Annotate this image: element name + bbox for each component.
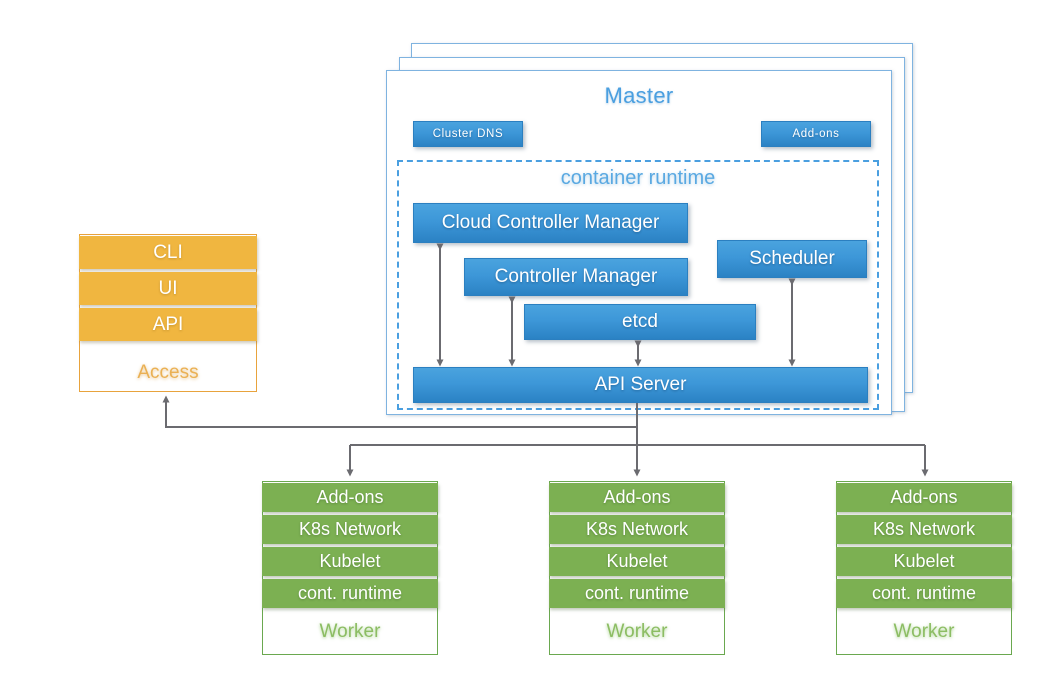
- master-addons-label: Add-ons: [792, 128, 840, 140]
- scheduler-label: Scheduler: [749, 248, 835, 269]
- controller-manager-box[interactable]: Controller Manager: [464, 258, 688, 296]
- worker-1-item-kubelet-label: Kubelet: [319, 551, 381, 571]
- cluster-dns-label: Cluster DNS: [432, 128, 504, 140]
- worker-3-item-cont-runtime-label: cont. runtime: [871, 583, 977, 603]
- worker-3-item-addons-label: Add-ons: [890, 487, 958, 507]
- container-runtime-region: [397, 160, 879, 410]
- worker-2-item-k8s-network-label: K8s Network: [585, 519, 689, 539]
- access-item-ui[interactable]: UI: [79, 272, 257, 305]
- access-item-cli-label: CLI: [153, 241, 183, 263]
- access-group-label: Access: [137, 362, 199, 383]
- worker-2-item-k8s-network[interactable]: K8s Network: [549, 515, 725, 544]
- worker-2-item-addons-label: Add-ons: [603, 487, 671, 507]
- worker-2-item-addons[interactable]: Add-ons: [549, 483, 725, 512]
- worker-2-item-kubelet-label: Kubelet: [606, 551, 668, 571]
- worker-1-item-addons[interactable]: Add-ons: [262, 483, 438, 512]
- worker-2-item-kubelet[interactable]: Kubelet: [549, 547, 725, 576]
- worker-1-item-kubelet[interactable]: Kubelet: [262, 547, 438, 576]
- cluster-dns-box[interactable]: Cluster DNS: [413, 121, 523, 147]
- master-title: Master: [604, 83, 674, 108]
- worker-3-item-kubelet[interactable]: Kubelet: [836, 547, 1012, 576]
- access-item-api-label: API: [152, 313, 184, 335]
- container-runtime-title: container runtime: [560, 167, 716, 189]
- etcd-box[interactable]: etcd: [524, 304, 756, 340]
- worker-1-item-cont-runtime[interactable]: cont. runtime: [262, 579, 438, 608]
- worker-3-item-k8s-network[interactable]: K8s Network: [836, 515, 1012, 544]
- worker-2-item-cont-runtime-label: cont. runtime: [584, 583, 690, 603]
- worker-node-2-label: Worker: [606, 621, 668, 642]
- scheduler-box[interactable]: Scheduler: [717, 240, 867, 278]
- worker-3-item-addons[interactable]: Add-ons: [836, 483, 1012, 512]
- access-item-api[interactable]: API: [79, 308, 257, 341]
- worker-3-item-cont-runtime[interactable]: cont. runtime: [836, 579, 1012, 608]
- access-item-cli[interactable]: CLI: [79, 236, 257, 269]
- cloud-controller-manager-label: Cloud Controller Manager: [441, 212, 660, 233]
- etcd-label: etcd: [622, 311, 658, 332]
- worker-3-item-k8s-network-label: K8s Network: [872, 519, 976, 539]
- worker-2-item-cont-runtime[interactable]: cont. runtime: [549, 579, 725, 608]
- worker-1-item-addons-label: Add-ons: [316, 487, 384, 507]
- worker-1-item-k8s-network-label: K8s Network: [298, 519, 402, 539]
- api-server-label: API Server: [594, 374, 687, 395]
- worker-node-1-label: Worker: [319, 621, 381, 642]
- worker-3-item-kubelet-label: Kubelet: [893, 551, 955, 571]
- api-server-box[interactable]: API Server: [413, 367, 868, 403]
- master-addons-box[interactable]: Add-ons: [761, 121, 871, 147]
- access-item-ui-label: UI: [158, 277, 178, 299]
- worker-1-item-k8s-network[interactable]: K8s Network: [262, 515, 438, 544]
- worker-1-item-cont-runtime-label: cont. runtime: [297, 583, 403, 603]
- worker-node-3-label: Worker: [893, 621, 955, 642]
- controller-manager-label: Controller Manager: [494, 266, 658, 287]
- cloud-controller-manager-box[interactable]: Cloud Controller Manager: [413, 203, 688, 243]
